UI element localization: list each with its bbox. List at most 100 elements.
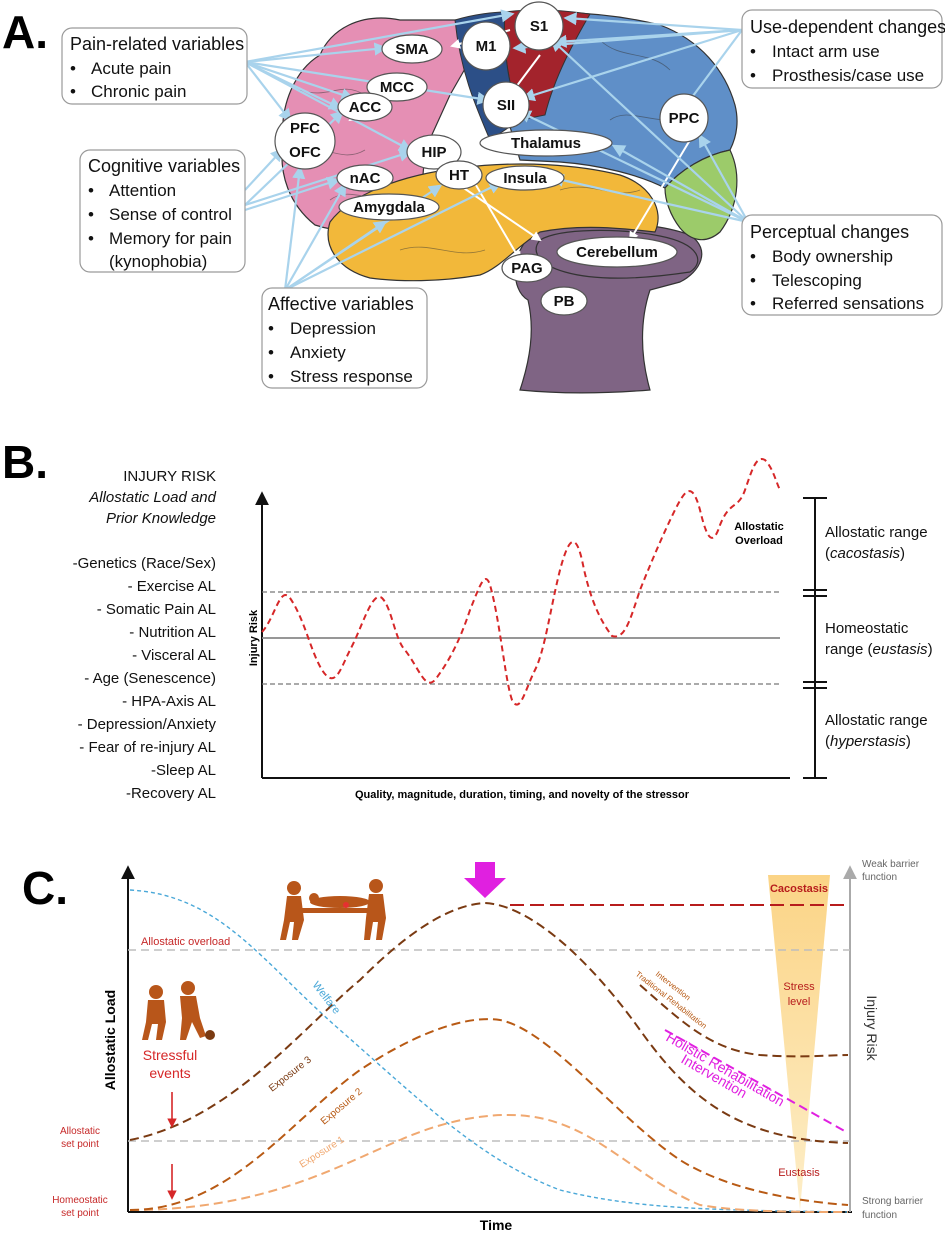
node-s1: S1 (514, 1, 564, 51)
svg-text:•: • (750, 42, 756, 61)
node-acc: ACC (337, 92, 393, 122)
svg-text:•: • (750, 66, 756, 85)
svg-text:Overload: Overload (735, 535, 783, 547)
svg-text:Acute pain: Acute pain (91, 59, 171, 78)
injury-risk-curve (261, 458, 781, 706)
stretcher-icon (280, 879, 386, 940)
svg-text:Body ownership: Body ownership (772, 247, 893, 266)
svg-text:events: events (149, 1065, 190, 1081)
svg-text:Allostatic range: Allostatic range (825, 712, 928, 729)
svg-text:PB: PB (554, 293, 575, 310)
svg-text:•: • (88, 181, 94, 200)
svg-text:function: function (862, 872, 897, 883)
affective-box: Affective variables •Depression •Anxiety… (261, 287, 428, 389)
svg-text:•: • (268, 343, 274, 362)
node-pb: PB (540, 286, 588, 316)
svg-text:-Genetics (Race/Sex): -Genetics (Race/Sex) (73, 555, 216, 572)
svg-text:Allostatic Load and: Allostatic Load and (88, 489, 216, 506)
svg-text:ACC: ACC (349, 99, 382, 116)
svg-text:Allostatic range: Allostatic range (825, 524, 928, 541)
stressful-events-label: Stressful (143, 1047, 197, 1063)
svg-text:Strong barrier: Strong barrier (862, 1196, 924, 1207)
svg-text:set point: set point (61, 1139, 99, 1150)
panel-b-ylabel: Injury Risk (248, 609, 260, 666)
svg-text:- Fear of re-injury AL: - Fear of re-injury AL (79, 739, 216, 756)
svg-text:- Exercise AL: - Exercise AL (128, 578, 216, 595)
node-m1: M1 (461, 21, 511, 71)
svg-text:•: • (750, 294, 756, 313)
holistic-label: Holistic Rehabilitation (664, 1029, 788, 1110)
panel-a-letter: A. (2, 6, 48, 58)
exposure-1-curve (129, 1113, 849, 1213)
node-thalamus: Thalamus (479, 129, 613, 157)
svg-text:•: • (750, 271, 756, 290)
svg-text:OFC: OFC (289, 144, 321, 161)
svg-text:HIP: HIP (421, 144, 446, 161)
svg-text:Insula: Insula (503, 170, 547, 187)
panel-c: C. (22, 859, 924, 1233)
perceptual-box: Perceptual changes • Body ownership • Tele… (741, 214, 943, 316)
stress-level-label: Stress (783, 981, 815, 993)
panel-c-right-label: Injury Risk (864, 995, 880, 1061)
holistic-intervention-line (664, 1029, 849, 1134)
allostatic-overload-label: Allostatic overload (141, 936, 230, 948)
node-pag: PAG (501, 253, 553, 283)
homeostatic-band (262, 591, 780, 685)
svg-text:Depression: Depression (290, 319, 376, 338)
node-sii: SII (482, 81, 530, 129)
stressful-events-icon (142, 981, 215, 1040)
svg-text:•: • (70, 82, 76, 101)
node-hip: HIP (406, 134, 462, 170)
svg-text:Prosthesis/case use: Prosthesis/case use (772, 66, 924, 85)
welfare-label: Welfare (310, 979, 343, 1016)
svg-text:MCC: MCC (380, 79, 414, 96)
node-amygdala: Amygdala (338, 193, 440, 221)
svg-text:Homeostatic: Homeostatic (825, 620, 909, 637)
panel-c-xlabel: Time (480, 1217, 513, 1233)
pain-arrows (244, 9, 515, 152)
eustasis-label: Eustasis (778, 1167, 820, 1179)
stress-level-cone (768, 875, 830, 1210)
panel-b-axes: Injury Risk Quality, magnitude, duration… (248, 491, 790, 801)
range-labels: Allostatic range (cacostasis) Homeostati… (825, 524, 933, 750)
cacostasis-label: Cacostasis (770, 883, 828, 895)
use-box: Use-dependent changes • Intact arm use • P… (741, 9, 945, 89)
node-nac: nAC (336, 164, 394, 192)
svg-text:Homeostatic: Homeostatic (52, 1195, 108, 1206)
panel-b-letter: B. (2, 436, 48, 488)
svg-text:Allostatic: Allostatic (60, 1126, 100, 1137)
svg-text:Prior Knowledge: Prior Knowledge (106, 510, 216, 527)
svg-text:- Nutrition AL: - Nutrition AL (129, 624, 216, 641)
svg-text:- Age (Senescence): - Age (Senescence) (84, 670, 216, 687)
perceptual-box-title: Perceptual changes (750, 222, 909, 242)
node-insula: Insula (485, 165, 565, 191)
svg-text:Stress response: Stress response (290, 367, 413, 386)
svg-text:PPC: PPC (669, 110, 700, 127)
exposure-3-label: Exposure 3 (267, 1054, 314, 1094)
svg-text:Memory for pain: Memory for pain (109, 229, 232, 248)
svg-text:•: • (88, 205, 94, 224)
svg-text:Intact arm use: Intact arm use (772, 42, 880, 61)
risk-factor-list: INJURY RISK Allostatic Load and Prior Kn… (73, 468, 217, 802)
panel-c-ylabel: Allostatic Load (102, 990, 118, 1090)
injury-risk-heading: INJURY RISK (123, 468, 216, 485)
node-cerebellum: Cerebellum (556, 236, 678, 268)
node-ht: HT (435, 160, 483, 190)
svg-text:set point: set point (61, 1208, 99, 1219)
svg-text:PFC: PFC (290, 120, 320, 137)
svg-text:nAC: nAC (350, 170, 381, 187)
panel-b: B. INJURY RISK Allostatic Load and Prior… (2, 436, 933, 802)
svg-text:Attention: Attention (109, 181, 176, 200)
panel-a: A. (2, 1, 945, 394)
svg-text:function: function (862, 1210, 897, 1221)
svg-text:range (eustasis): range (eustasis) (825, 641, 933, 658)
allostatic-overload-label: Allostatic (734, 521, 784, 533)
svg-text:S1: S1 (530, 18, 548, 35)
svg-text:Chronic pain: Chronic pain (91, 82, 186, 101)
use-box-title: Use-dependent changes (750, 17, 945, 37)
exposure-3-curve (129, 901, 849, 1144)
panel-c-letter: C. (22, 862, 68, 914)
svg-text:Telescoping: Telescoping (772, 271, 862, 290)
svg-text:•: • (70, 59, 76, 78)
